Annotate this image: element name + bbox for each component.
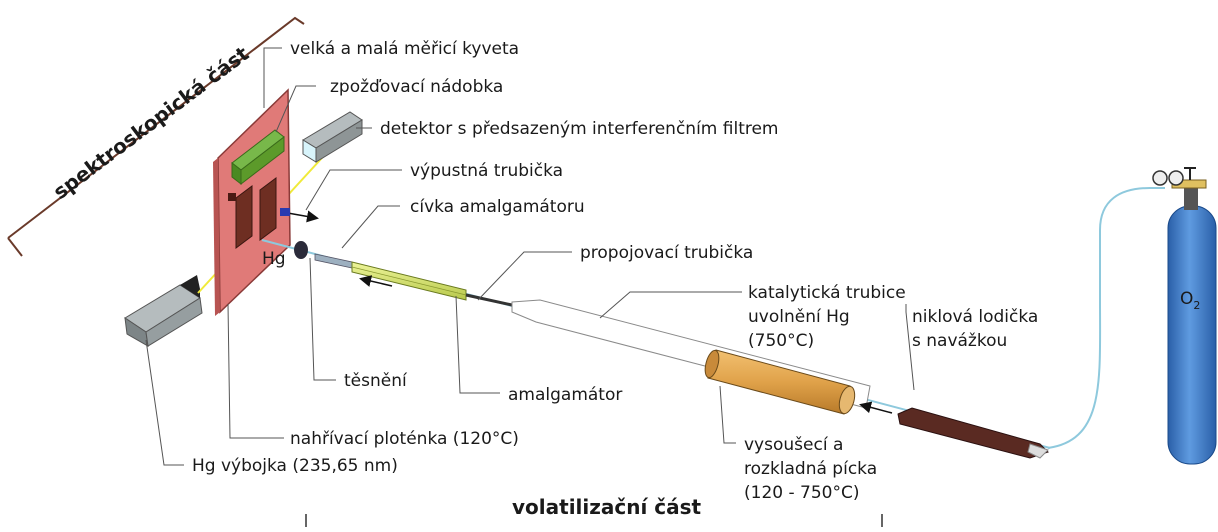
label-furnace-3: (120 - 750°C) [744,483,859,503]
o2-supply-tube [1047,187,1165,449]
label-catalytic-tube-3: (750°C) [748,331,814,351]
label-nickel-boat-1: niklová lodička [912,307,1038,327]
o2-label: O2 [1180,289,1200,312]
volatilization-section-title: volatilizační část [512,495,702,519]
amalgamator [351,261,467,301]
label-nickel-boat-2: s navážkou [912,331,1007,351]
detector [302,111,363,163]
label-seal: těsnění [344,371,408,391]
nickel-boat [897,407,1049,459]
label-hg: Hg [262,249,286,269]
spectroscopic-bracket [7,16,305,257]
label-furnace-2: rozkladná pícka [744,459,877,479]
measuring-cuvettes [228,177,277,249]
seal [294,241,308,259]
flow-arrow-furnace [859,401,893,414]
label-amalgamator-coil: cívka amalgamátoru [410,197,585,217]
label-catalytic-tube-2: uvolnění Hg [748,307,850,327]
label-detector: detektor s předsazeným interferenčním fi… [380,119,779,139]
delay-vessel [231,129,285,186]
label-connecting-tube: propojovací trubička [580,243,753,263]
label-heating-plate: nahřívací ploténka (120°C) [290,429,519,449]
label-hg-lamp: Hg výbojka (235,65 nm) [192,456,398,476]
o2-cylinder [1152,167,1217,465]
amalgamator-coil [314,253,353,269]
flow-arrow-amalgamator [359,275,393,287]
label-delay-vessel: zpožďovací nádobka [330,77,503,97]
label-amalgamator: amalgamátor [508,385,622,405]
label-cuvette: velká a malá měřicí kyveta [290,39,519,59]
label-furnace-1: vysoušecí a [744,435,843,455]
furnace [704,349,856,415]
hg-lamp [124,275,203,347]
label-catalytic-tube-1: katalytická trubice [748,283,906,303]
label-outlet-tube: výpustná trubička [410,161,563,181]
leader-lines [145,47,915,527]
connecting-tube [465,293,513,307]
